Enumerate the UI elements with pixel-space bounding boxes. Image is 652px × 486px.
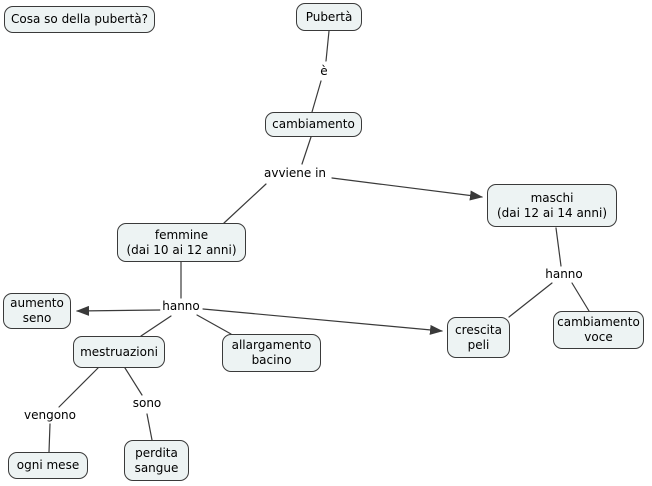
concept-node-label: sangue: [134, 460, 179, 475]
concept-node-label: cambiamento: [557, 315, 640, 329]
concept-node-label: crescita: [455, 322, 502, 337]
connector-line-avviene-in-to-femmine: [223, 183, 267, 224]
link-label-vengono[interactable]: vengono: [22, 408, 78, 422]
connector-line-hanno-f-to-aumento-seno: [76, 305, 161, 316]
concept-node-ogni-mese[interactable]: ogni mese: [8, 452, 88, 479]
concept-node-label: (dai 12 ai 14 anni): [496, 205, 608, 220]
concept-node-label: Cosa so della pubertà?: [11, 12, 148, 26]
connector-line-cambiamento-to-avviene-in: [301, 136, 312, 165]
connector-line-hanno-f-to-allargamento: [196, 314, 232, 335]
connector-line-hanno-f-to-mestruazioni: [140, 315, 172, 337]
connector-line-mestruazioni-to-vengono: [58, 367, 99, 408]
concept-node-label: femmine: [154, 227, 209, 242]
concept-node-label: peli: [467, 337, 490, 352]
concept-node-label: Pubertà: [305, 9, 353, 24]
connector-line-mestruazioni-to-sono: [124, 367, 143, 396]
concept-node-label: seno: [22, 311, 52, 325]
connector-line-hanno-f-to-crescita-peli: [202, 308, 443, 335]
concept-node-puberta[interactable]: Pubertà: [296, 3, 362, 31]
link-label-hanno-m[interactable]: hanno: [543, 267, 585, 281]
concept-node-label: mestruazioni: [80, 344, 158, 359]
connector-line-puberta-to-e: [325, 30, 330, 62]
link-label-sono[interactable]: sono: [130, 396, 164, 410]
connector-line-avviene-in-to-maschi: [331, 177, 483, 201]
concept-node-label: maschi: [530, 190, 574, 205]
link-label-hanno-f[interactable]: hanno: [160, 299, 202, 313]
concept-node-maschi[interactable]: maschi(dai 12 ai 14 anni): [487, 184, 617, 227]
concept-node-focus-question[interactable]: Cosa so della pubertà?: [4, 6, 155, 33]
connector-line-vengono-to-ogni-mese: [48, 423, 51, 453]
concept-node-label: allargamento: [231, 338, 312, 352]
concept-node-mestruazioni[interactable]: mestruazioni: [73, 336, 165, 368]
connector-line-sono-to-perdita-sangue: [146, 413, 153, 441]
concept-node-label: ogni mese: [16, 458, 80, 472]
connector-line-hanno-m-to-crescita-peli: [508, 282, 553, 318]
concept-node-label: voce: [584, 330, 613, 344]
connector-line-e-to-cambiamento: [311, 80, 322, 113]
concept-node-label: cambiamento: [272, 117, 355, 131]
concept-node-label: perdita: [135, 445, 178, 460]
concept-node-cambiamento[interactable]: cambiamento: [265, 112, 362, 137]
concept-node-label: aumento: [10, 296, 64, 310]
concept-node-femmine[interactable]: femmine(dai 10 ai 12 anni): [117, 223, 246, 262]
link-label-e[interactable]: è: [318, 64, 330, 78]
link-label-avviene-in[interactable]: avviene in: [261, 166, 329, 180]
connector-line-maschi-to-hanno-m: [555, 227, 562, 267]
concept-node-label: bacino: [251, 353, 292, 367]
concept-node-label: (dai 10 ai 12 anni): [126, 242, 237, 257]
connector-line-hanno-m-to-cambiamento-voce: [571, 282, 590, 312]
